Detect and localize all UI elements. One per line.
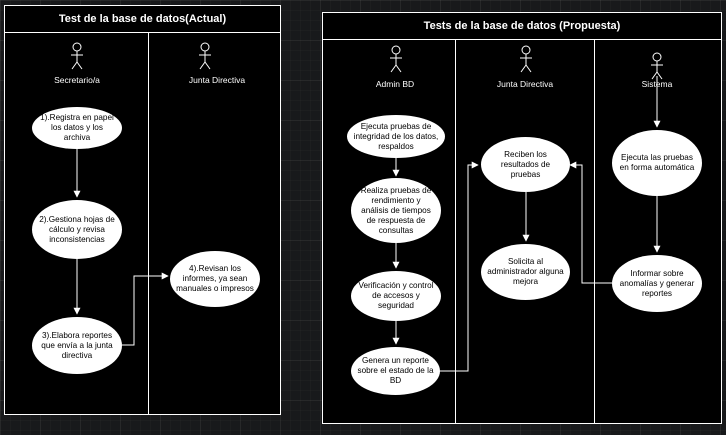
actor-label-secretario: Secretario/a <box>54 75 100 85</box>
pool-propuesta[interactable]: Tests de la base de datos (Propuesta) <box>322 12 722 424</box>
actor-icon-admin-bd <box>390 45 402 73</box>
node-elabora-reportes[interactable]: 3).Elabora reportes que envía a la junta… <box>32 317 122 374</box>
node-informar-anomalias[interactable]: Informar sobre anomalías y generar repor… <box>612 255 702 312</box>
actor-label-junta-propuesta: Junta Directiva <box>496 79 554 89</box>
edge-r8-r5 <box>569 161 612 284</box>
actor-icon-junta-propuesta <box>520 45 532 73</box>
actor-icon-junta-actual <box>199 42 211 70</box>
edge-r4-r5 <box>440 161 479 372</box>
node-registra-papel[interactable]: 1).Registra en papel los datos y los arc… <box>32 107 122 149</box>
node-verificacion-accesos[interactable]: Verificación y control de accesos y segu… <box>351 271 441 321</box>
node-revisan-informes[interactable]: 4).Revisan los informes, ya sean manuale… <box>170 251 260 307</box>
actor-label-admin-bd: Admin BD <box>375 79 415 89</box>
pool-title-actual: Test de la base de datos(Actual) <box>5 6 280 33</box>
node-solicita-mejora[interactable]: Solicita al administrador alguna mejora <box>481 244 570 300</box>
actor-icon-sistema <box>651 52 663 80</box>
node-ejecuta-automatica[interactable]: Ejecuta las pruebas en forma automática <box>612 130 702 196</box>
lane-divider <box>594 39 595 423</box>
node-genera-reporte[interactable]: Genera un reporte sobre el estado de la … <box>351 347 440 395</box>
lane-divider <box>148 32 149 414</box>
edge-3-4 <box>122 272 169 346</box>
node-pruebas-rendimiento[interactable]: Realiza pruebas de rendimiento y análisi… <box>351 178 441 243</box>
node-reciben-resultados[interactable]: Reciben los resultados de pruebas <box>481 137 570 192</box>
actor-label-junta-actual: Junta Directiva <box>188 75 246 85</box>
lane-divider <box>455 39 456 423</box>
node-pruebas-integridad[interactable]: Ejecuta pruebas de integridad de los dat… <box>347 115 445 158</box>
pool-title-propuesta: Tests de la base de datos (Propuesta) <box>323 13 721 40</box>
node-gestiona-hojas[interactable]: 2).Gestiona hojas de cálculo y revisa in… <box>32 200 122 259</box>
actor-icon-secretario <box>71 42 83 70</box>
